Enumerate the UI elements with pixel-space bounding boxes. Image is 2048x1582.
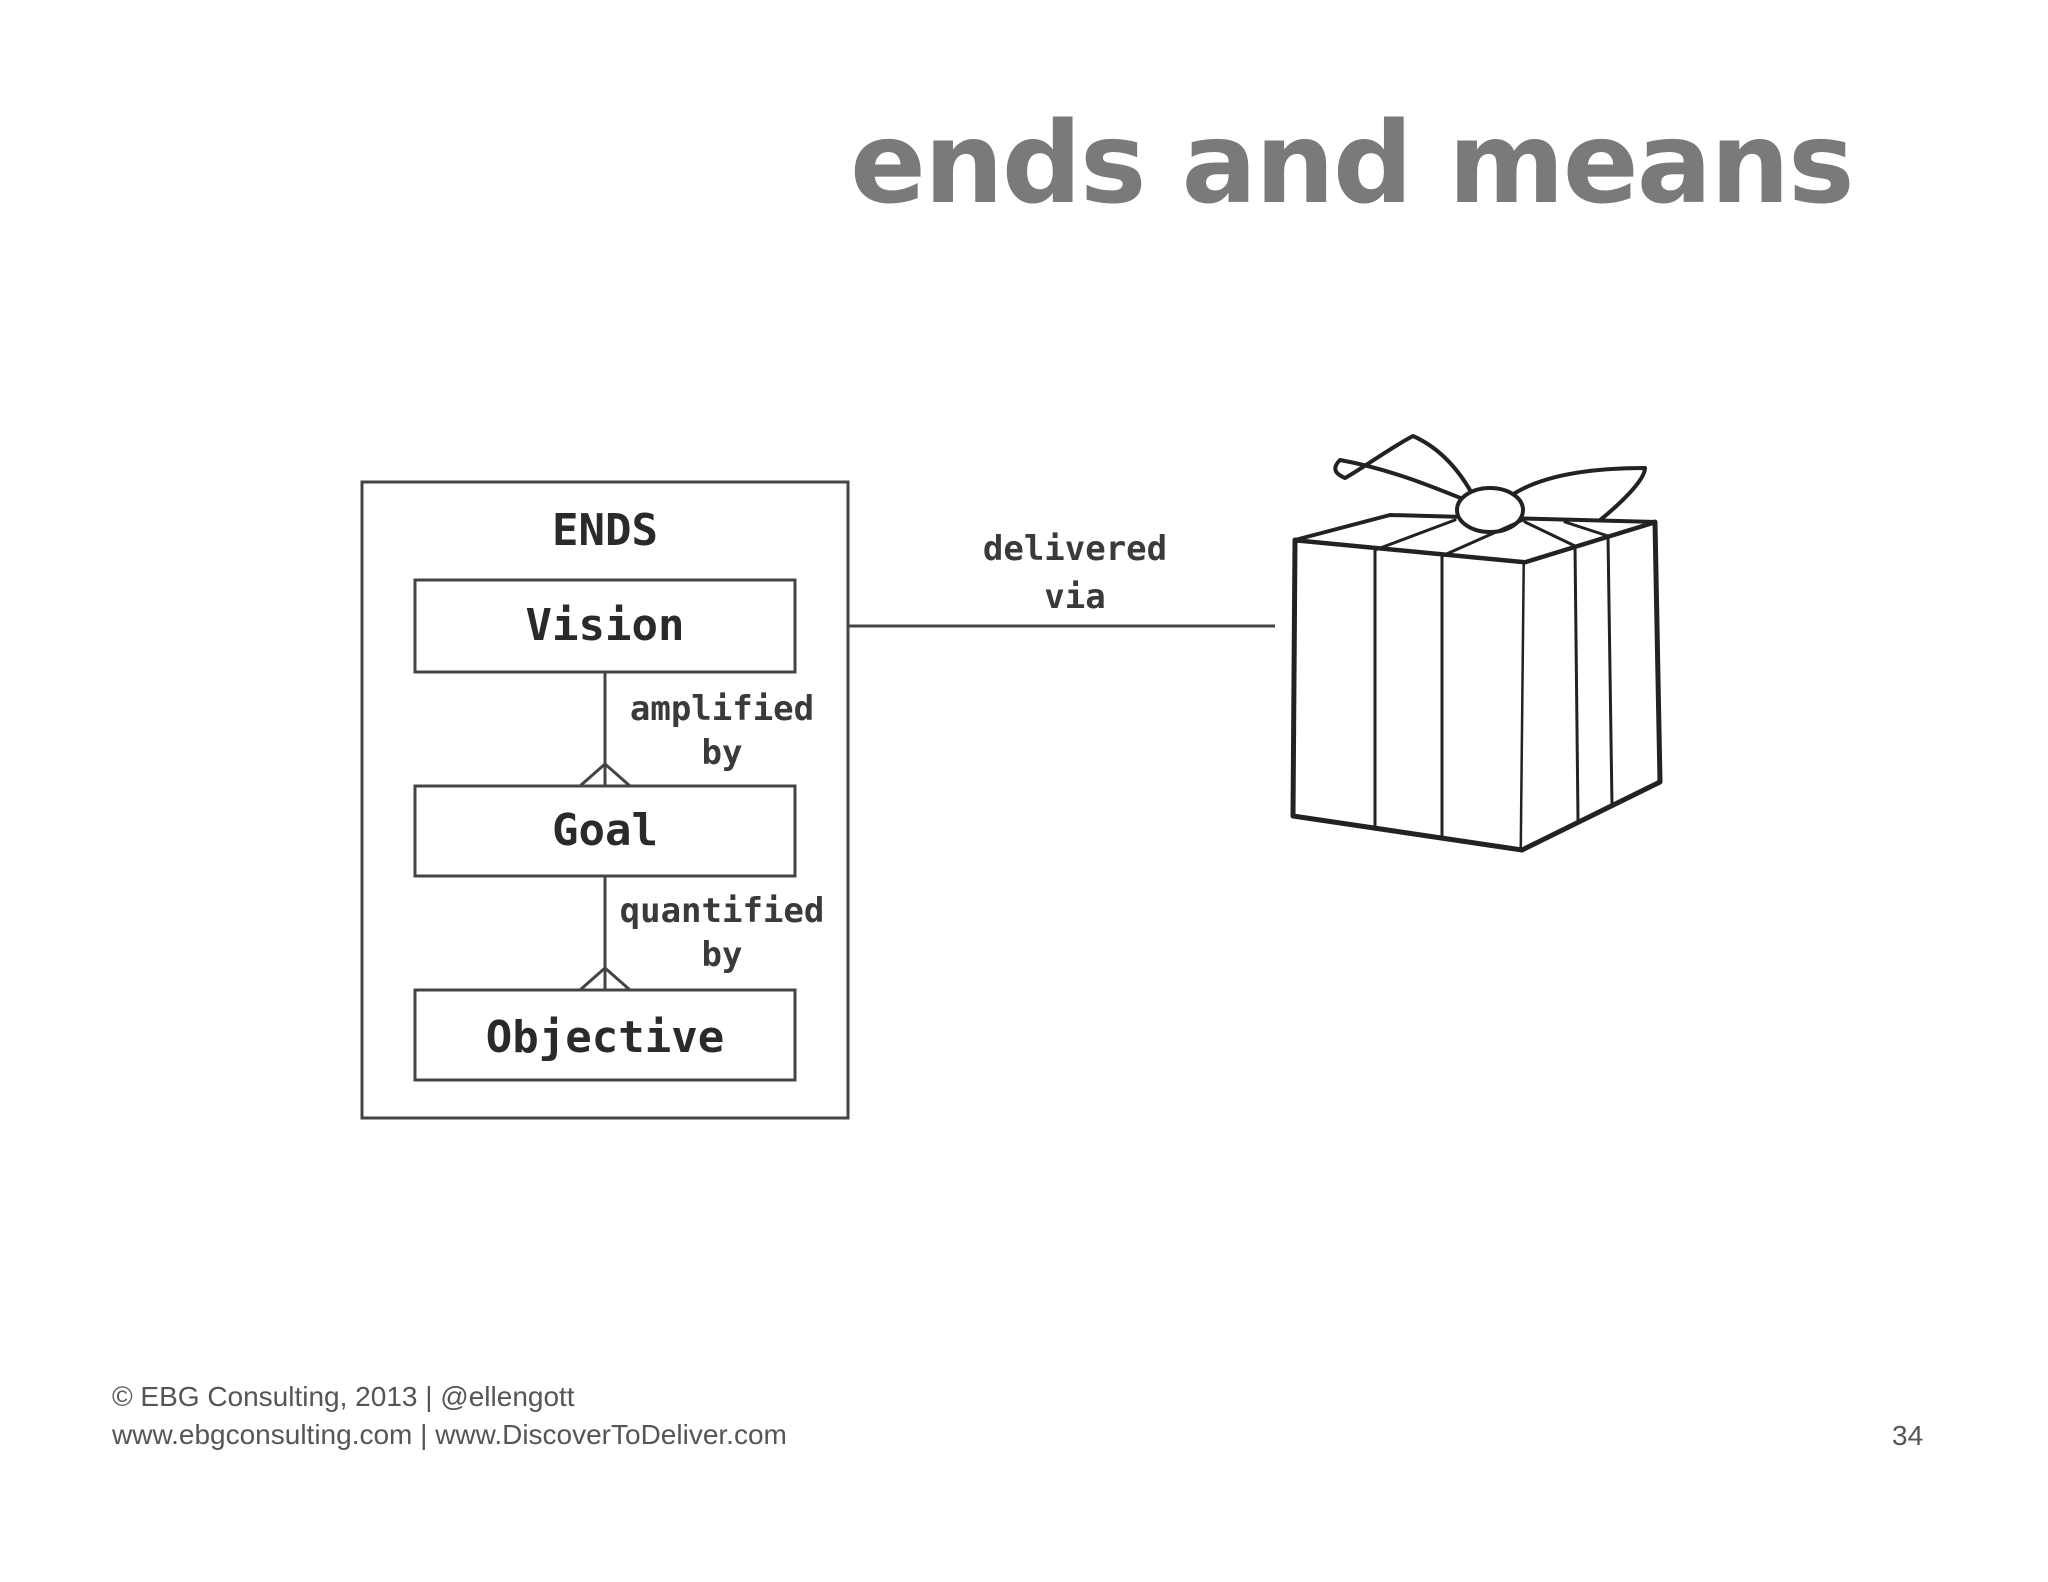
vision-goal-crowfoot [579,762,631,788]
footer-copyright: © EBG Consulting, 2013 | @ellengott [112,1381,575,1412]
quantified-label-line1: quantified [620,891,825,931]
vision-label: Vision [526,600,685,651]
page-number: 34 [1892,1420,1924,1451]
goal-label: Goal [552,805,658,856]
objective-label: Objective [486,1012,724,1063]
ends-label: ENDS [552,505,658,556]
delivered-label-line2: via [1044,577,1105,617]
delivered-label-line1: delivered [983,529,1167,569]
goal-objective-crowfoot [579,966,631,992]
slide-title: ends and means [850,99,1855,229]
amplified-label-line1: amplified [630,689,814,729]
quantified-label-line2: by [702,935,743,975]
gift-box-icon [1290,434,1663,853]
footer: © EBG Consulting, 2013 | @ellengott www.… [112,1378,787,1454]
goal-box [413,784,797,878]
vision-box [413,578,797,674]
footer-websites: www.ebgconsulting.com | www.DiscoverToDe… [112,1419,787,1450]
amplified-label-line2: by [702,733,743,773]
objective-box [413,988,797,1082]
